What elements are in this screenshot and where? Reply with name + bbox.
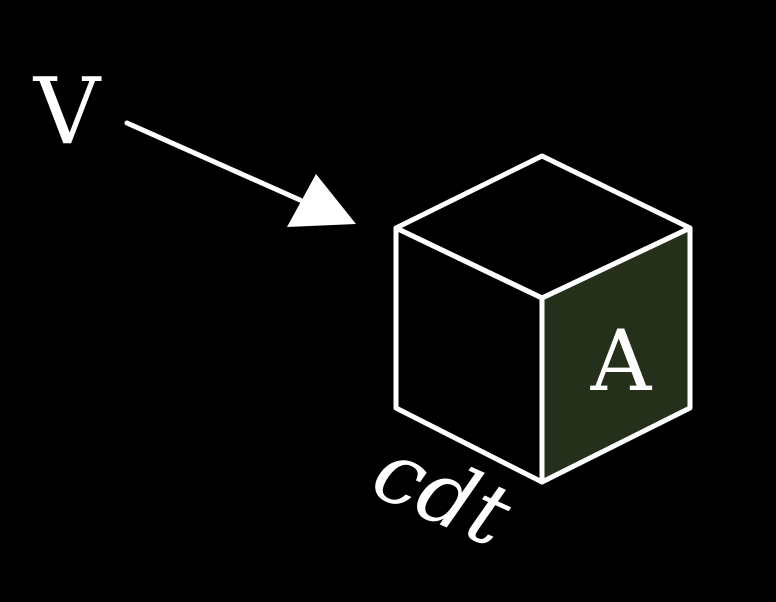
cube-right-face-outline [539,225,693,485]
area-label: A [590,312,653,410]
velocity-arrow-head [287,174,356,227]
velocity-label: V [33,58,102,165]
area-face [542,228,690,482]
velocity-arrow-shaft [124,120,303,203]
